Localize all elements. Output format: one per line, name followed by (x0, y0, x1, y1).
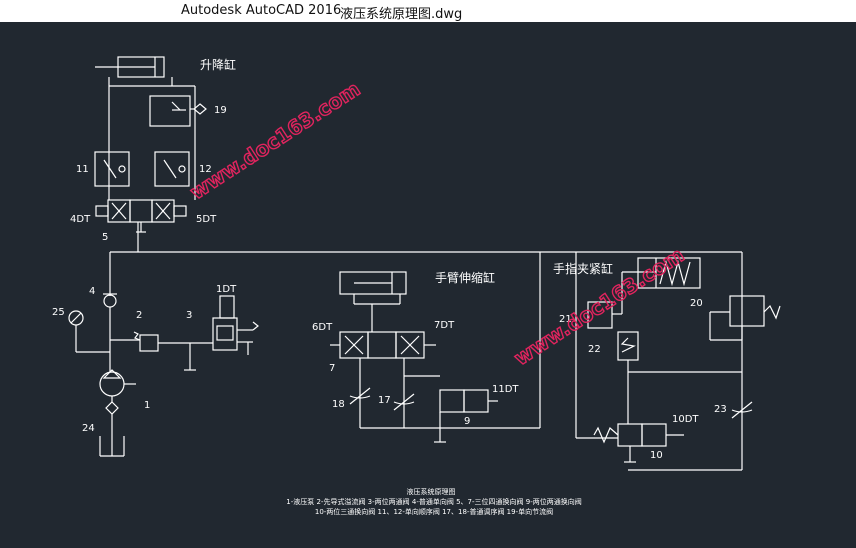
label-17: 17 (378, 395, 391, 406)
lift-cylinder-label: 升降缸 (200, 57, 236, 72)
arm-cylinder-label: 手臂伸缩缸 (435, 270, 495, 285)
label-10: 10 (650, 450, 663, 461)
drawing-canvas[interactable]: 升降缸 19 11 12 4DT 5DT 5 4 25 2 3 1DT 1 24… (0, 22, 856, 544)
legend: 液压系统原理图 1-液压泵 2-先导式溢流阀 3-两位两通阀 4-普通单向阀 5… (286, 487, 581, 516)
legend-title: 液压系统原理图 (407, 487, 456, 496)
label-5dt: 5DT (196, 214, 217, 225)
label-3: 3 (186, 310, 192, 321)
filter-24 (105, 401, 119, 415)
relief-valve-2 (139, 334, 159, 352)
schematic-lines (68, 56, 781, 471)
label-1: 1 (144, 400, 150, 411)
valve-10 (617, 423, 643, 447)
check-valve-19 (193, 103, 207, 115)
labels: 升降缸 19 11 12 4DT 5DT 5 4 25 2 3 1DT 1 24… (52, 57, 727, 461)
label-21: 21 (559, 314, 572, 325)
clamp-cylinder-label: 手指夹紧缸 (553, 261, 613, 276)
label-7: 7 (329, 363, 335, 374)
valve-9 (439, 389, 465, 413)
throttle-valve-23 (731, 409, 753, 413)
label-22: 22 (588, 344, 601, 355)
label-1dt: 1DT (216, 284, 237, 295)
arm-cylinder-body (339, 271, 407, 295)
watermark-1: www.doc163.com (186, 77, 365, 205)
label-24: 24 (82, 423, 95, 434)
label-6dt: 6DT (312, 322, 333, 333)
clamp-cylinder-body (637, 257, 701, 289)
label-5: 5 (102, 232, 108, 243)
throttle-valve-18 (349, 395, 371, 399)
label-19: 19 (214, 105, 227, 116)
label-7dt: 7DT (434, 320, 455, 331)
label-11: 11 (76, 164, 89, 175)
title-bar: Autodesk AutoCAD 2016 液压系统原理图.dwg (0, 0, 856, 22)
pump-1 (99, 371, 125, 397)
legend-line-1: 1-液压泵 2-先导式溢流阀 3-两位两通阀 4-普通单向阀 5、7-三位四通换… (286, 497, 581, 506)
label-25: 25 (52, 307, 65, 318)
label-4dt: 4DT (70, 214, 91, 225)
sequence-valve-12 (154, 151, 190, 187)
label-23: 23 (714, 404, 727, 415)
label-11dt: 11DT (492, 384, 519, 395)
label-20: 20 (690, 298, 703, 309)
valve-20 (729, 295, 765, 327)
sequence-valve-11 (94, 151, 130, 187)
label-4: 4 (89, 286, 95, 297)
label-18: 18 (332, 399, 345, 410)
check-valve-4 (103, 294, 117, 308)
label-9: 9 (464, 416, 470, 427)
valve-19 (149, 95, 191, 127)
app-name: Autodesk AutoCAD 2016 (181, 3, 342, 18)
valve-21 (587, 301, 613, 329)
legend-line-2: 10-两位三通换向阀 11、12-单向顺序阀 17、18-普通调序阀 19-单向… (315, 507, 553, 516)
file-name: 液压系统原理图.dwg (340, 7, 463, 22)
label-12: 12 (199, 164, 212, 175)
label-10dt: 10DT (672, 414, 699, 425)
label-2: 2 (136, 310, 142, 321)
